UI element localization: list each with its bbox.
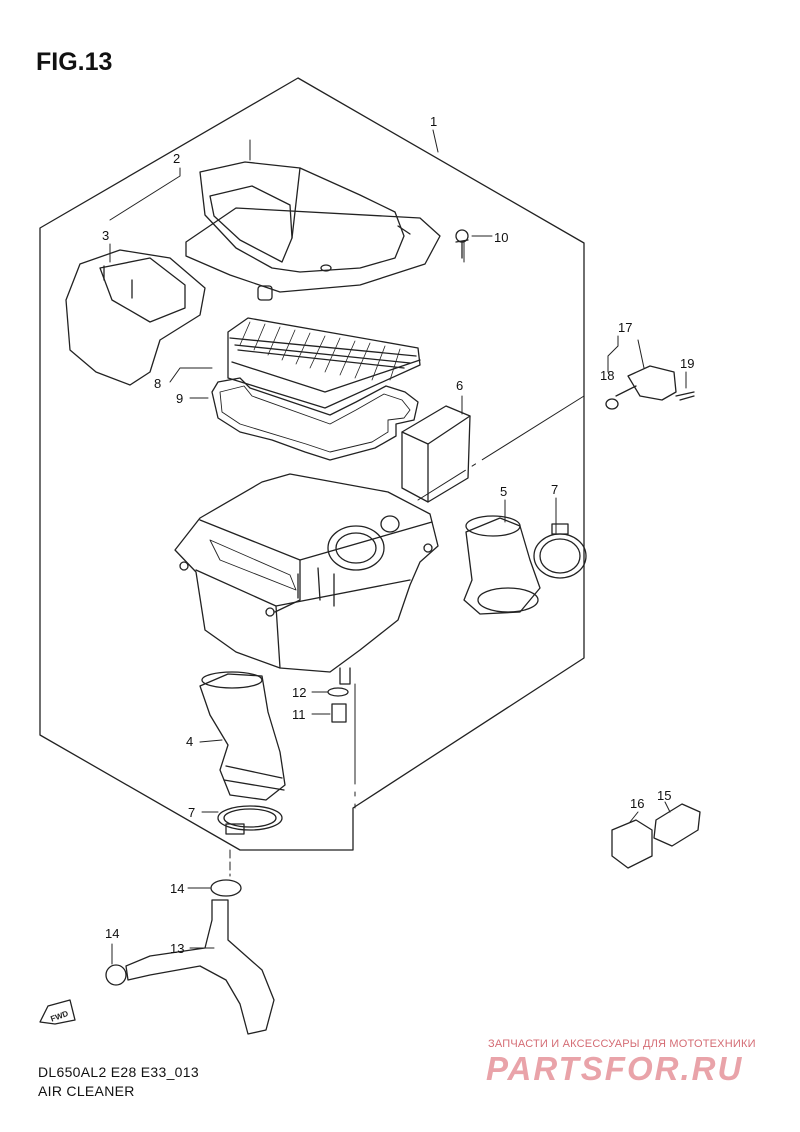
- figure-title: FIG.13: [36, 48, 113, 76]
- part-screw: [455, 229, 469, 259]
- callout-14-lower: 14: [105, 926, 119, 941]
- part-drain-plug: [331, 703, 347, 723]
- callout-numbers: 1 2 3 4 5 6 7 7 8 9 10 11 12 13 14 14 15…: [102, 114, 694, 956]
- part-clamp-ring-upper: [533, 523, 587, 579]
- part-outlet-tube: [199, 671, 286, 801]
- part-breather-hose: [105, 879, 275, 1035]
- callout-10: 10: [494, 230, 508, 245]
- part-seal-gasket: [211, 377, 419, 461]
- part-inlet-funnel: [463, 515, 541, 615]
- watermark-tagline: ЗАПЧАСТИ И АКСЕССУАРЫ ДЛЯ МОТОТЕХНИКИ: [488, 1038, 756, 1050]
- filter-pleats: [239, 321, 401, 381]
- diagram-name: AIR CLEANER: [38, 1083, 135, 1099]
- part-filter-element: [227, 317, 421, 409]
- callout-5: 5: [500, 484, 507, 499]
- callout-17: 17: [618, 320, 632, 335]
- callout-15: 15: [657, 788, 671, 803]
- callout-7-lower: 7: [188, 805, 195, 820]
- callout-19: 19: [680, 356, 694, 371]
- part-clamp-ring-lower: [217, 805, 283, 835]
- callout-16: 16: [630, 796, 644, 811]
- callout-8: 8: [154, 376, 161, 391]
- diagram-code: DL650AL2 E28 E33_013: [38, 1064, 199, 1080]
- assembly-boundary: [39, 77, 585, 851]
- watermark-brand: PARTSFOR.RU: [486, 1050, 744, 1087]
- part-foam-block: [401, 405, 471, 503]
- callout-4: 4: [186, 734, 193, 749]
- callout-11: 11: [292, 707, 306, 722]
- part-upper-cover: [185, 161, 441, 301]
- callout-9: 9: [176, 391, 183, 406]
- part-sensor-assembly: [605, 365, 695, 410]
- part-intake-duct: [65, 249, 206, 386]
- leader-lines: [109, 129, 687, 965]
- callout-6: 6: [456, 378, 463, 393]
- callout-14-upper: 14: [170, 881, 184, 896]
- callout-2: 2: [173, 151, 180, 166]
- callout-3: 3: [102, 228, 109, 243]
- callout-1: 1: [430, 114, 437, 129]
- fwd-arrow: [39, 999, 76, 1025]
- part-drain-clip: [327, 687, 349, 697]
- callout-18: 18: [600, 368, 614, 383]
- callout-13: 13: [170, 941, 184, 956]
- callout-7-upper: 7: [551, 482, 558, 497]
- callout-12: 12: [292, 685, 306, 700]
- part-air-cleaner-case: [174, 473, 439, 685]
- part-connector: [611, 803, 701, 869]
